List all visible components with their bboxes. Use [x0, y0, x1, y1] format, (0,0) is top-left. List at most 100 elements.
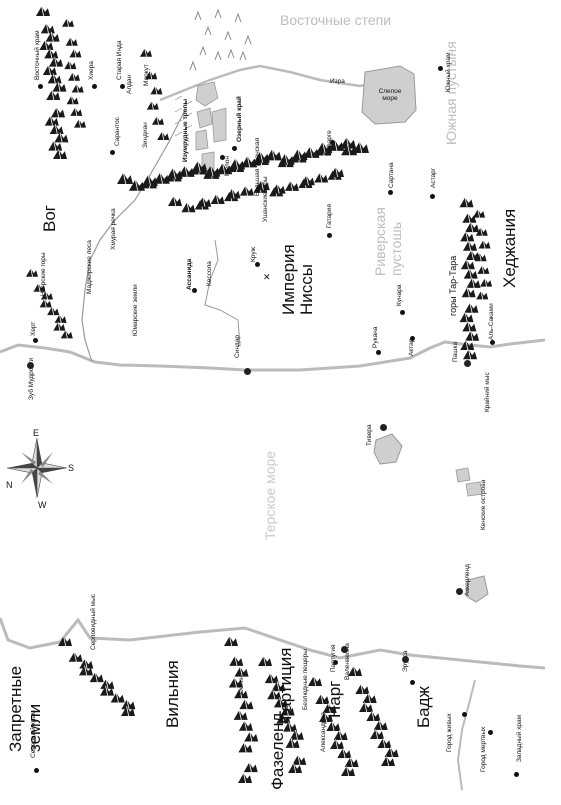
akkerlend-island — [465, 575, 489, 603]
mountain-highlight — [349, 757, 353, 768]
astarg-marker — [430, 194, 435, 199]
khiera-marker — [92, 84, 97, 89]
city-dead-marker — [488, 730, 493, 735]
mountain-highlight — [149, 70, 153, 80]
mountain-highlight — [53, 140, 57, 151]
mountain-highlight — [470, 330, 474, 341]
rukana-marker — [376, 350, 381, 355]
lake-1 — [195, 81, 219, 107]
mountain-highlight — [210, 165, 214, 177]
southern-temple-marker — [438, 66, 443, 71]
mountain-highlight — [386, 756, 390, 767]
mountain-highlight — [324, 712, 328, 723]
place-northern-temple: Северный храм — [30, 710, 37, 758]
mountain-highlight — [480, 290, 484, 300]
gataria-marker — [327, 233, 332, 238]
mountain-highlight — [276, 183, 280, 194]
mountain-highlight — [72, 72, 75, 81]
place-markut: Маркут — [143, 64, 150, 86]
place-melon: Мелон — [224, 156, 231, 176]
region-badzh: Бадж — [414, 686, 433, 728]
emerald-pastures-hatch — [174, 95, 193, 137]
mountain-highlight — [48, 65, 51, 76]
kruzh-marker — [255, 262, 260, 267]
place-greater-ushan: Большая ушанская — [254, 137, 261, 196]
region-vilnia: Вильния — [163, 660, 182, 728]
mountain-highlight — [115, 692, 119, 703]
mountain-highlight — [297, 148, 301, 161]
mountain-highlight — [293, 763, 297, 774]
mountain-highlight — [465, 340, 469, 351]
place-khiera: Хиера — [88, 61, 95, 80]
region-gartitsia: Гартиция — [276, 647, 295, 720]
partugia-marker — [333, 660, 338, 665]
mountain-highlight — [364, 702, 368, 713]
mountain-highlight — [235, 158, 239, 170]
mountain-highlight — [73, 48, 77, 58]
mountain-highlight — [281, 713, 285, 724]
region-nissa-empire: Империя Ниссы — [279, 244, 316, 315]
mountains-north-west — [26, 268, 73, 339]
place-tivera: Тивера — [366, 424, 373, 446]
eruss-marker — [402, 656, 409, 663]
mountain-highlight — [59, 132, 63, 143]
mountains-yumar — [140, 48, 170, 141]
mountain-highlight — [276, 681, 280, 692]
mountain-highlight — [37, 283, 41, 292]
mountain-highlight — [305, 175, 309, 186]
khert-marker — [33, 338, 38, 343]
assanida-marker — [192, 288, 197, 293]
place-zindian: Зиндиан — [142, 122, 149, 148]
mountain-highlight — [466, 287, 470, 298]
mountain-highlight — [202, 196, 206, 207]
mountain-highlight — [470, 222, 474, 233]
mountain-highlight — [338, 730, 342, 741]
mountain-highlight — [76, 84, 79, 93]
pashka-marker — [464, 360, 471, 367]
mountain-highlight — [371, 711, 375, 722]
akkerlend-marker — [456, 588, 463, 595]
region-terskoe-sea: Терское море — [262, 450, 278, 540]
southern-road — [456, 679, 476, 791]
mountain-highlight — [46, 23, 49, 34]
old-inda-marker — [120, 84, 125, 89]
place-aktar: Актар — [408, 338, 415, 356]
wisdom-tooth-marker — [27, 362, 34, 369]
mountain-highlight — [295, 729, 298, 740]
mountain-highlight — [84, 658, 88, 669]
mountain-highlight — [59, 314, 62, 323]
mountain-highlight — [161, 131, 165, 141]
place-madzhir-forests: Маджирские леса — [86, 240, 93, 294]
mountain-highlight — [239, 688, 243, 699]
mountain-highlight — [173, 196, 177, 207]
place-izra: Изра — [330, 78, 345, 85]
blind-sea-shape — [361, 65, 417, 125]
mountain-highlight — [353, 666, 357, 677]
mountains-vog-north — [36, 6, 86, 160]
mountain-highlight — [477, 209, 480, 218]
western-temple-marker — [514, 772, 519, 777]
mountain-highlight — [56, 107, 60, 118]
mountain-highlight — [68, 60, 72, 70]
place-hmuraya-river: Хмурая речка — [110, 208, 117, 250]
place-city-dead: Город мертвых — [480, 726, 487, 772]
mountain-highlight — [319, 172, 323, 183]
mountain-ranges — [26, 6, 493, 784]
mountain-highlight — [154, 85, 158, 95]
mountain-highlight — [290, 737, 294, 748]
mountain-highlight — [234, 677, 237, 688]
mountain-highlight — [44, 40, 48, 51]
mountain-highlight — [71, 95, 74, 105]
mountain-highlight — [468, 349, 472, 360]
mountain-highlight — [479, 252, 482, 262]
mountain-highlight — [335, 739, 339, 750]
mountain-highlight — [245, 185, 248, 196]
region-hedjania: Хеджания — [500, 208, 519, 288]
mountain-highlight — [156, 116, 159, 125]
badzh-marker — [410, 680, 415, 685]
eastern-boundary — [159, 64, 381, 102]
mountain-highlight — [382, 738, 386, 749]
mountain-highlight — [471, 278, 475, 288]
city-living-marker — [462, 712, 467, 717]
mountain-highlight — [65, 329, 68, 339]
